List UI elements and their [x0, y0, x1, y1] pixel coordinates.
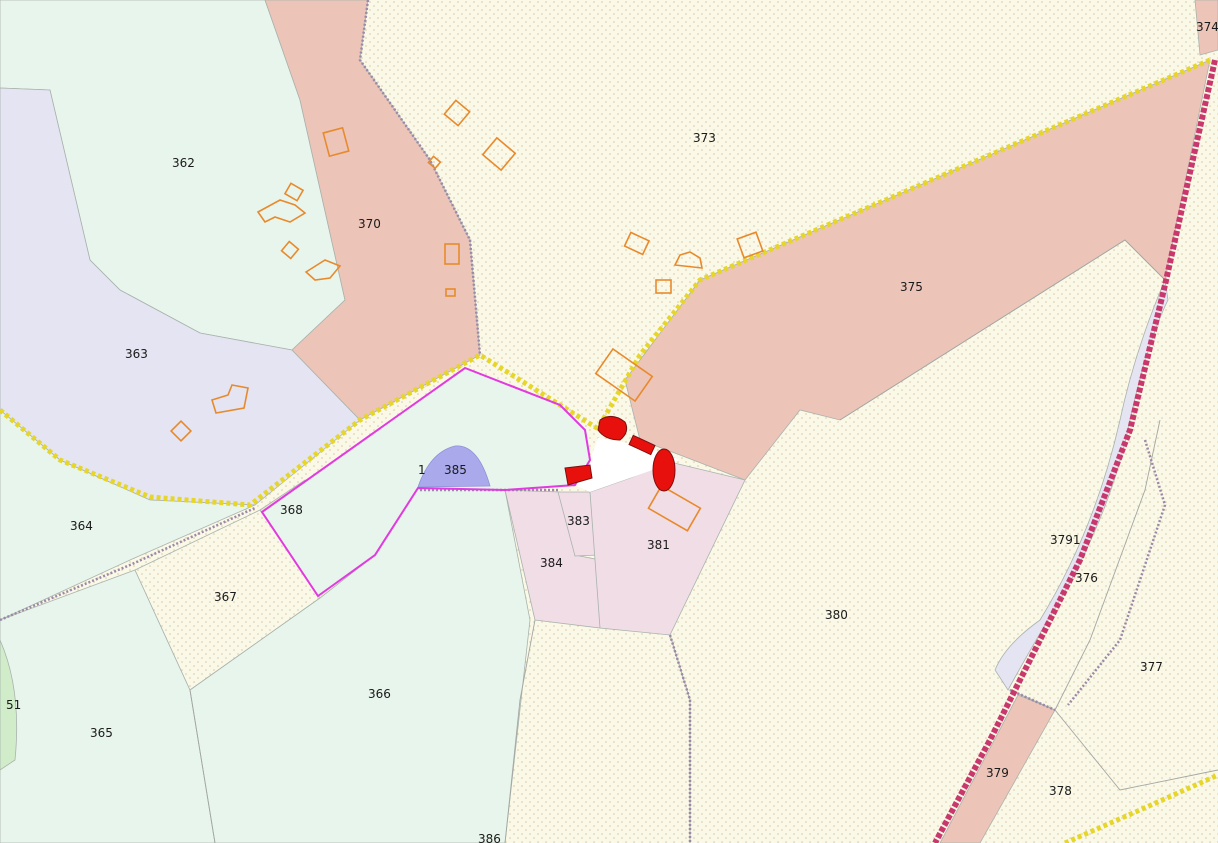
- highlighted-features[interactable]: [564, 416, 676, 492]
- label-362: 362: [172, 156, 195, 170]
- label-365: 365: [90, 726, 113, 740]
- building-outlines: [169, 99, 764, 532]
- courtyard-area: [575, 438, 680, 492]
- label-381: 381: [647, 538, 670, 552]
- label-363: 363: [125, 347, 148, 361]
- label-375: 375: [900, 280, 923, 294]
- label-385: 385: [444, 463, 467, 477]
- label-3791: 3791: [1050, 533, 1081, 547]
- label-374: 374: [1196, 20, 1218, 34]
- label-379: 379: [986, 766, 1009, 780]
- parcel-labels: 362 363 364 365 366 367 368 370 373 374 …: [6, 20, 1218, 843]
- parcel-51-area[interactable]: [0, 639, 18, 771]
- label-366: 366: [368, 687, 391, 701]
- parcel-385-pond[interactable]: [417, 445, 491, 488]
- main-road: [932, 59, 1218, 843]
- label-383: 383: [567, 514, 590, 528]
- yellow-boundaries: [0, 57, 1218, 843]
- label-51: 51: [6, 698, 21, 712]
- label-376: 376: [1075, 571, 1098, 585]
- label-370: 370: [358, 217, 381, 231]
- label-368: 368: [280, 503, 303, 517]
- label-380: 380: [825, 608, 848, 622]
- label-384: 384: [540, 556, 563, 570]
- label-386: 386: [478, 832, 501, 843]
- label-378: 378: [1049, 784, 1072, 798]
- label-364: 364: [70, 519, 93, 533]
- label-377: 377: [1140, 660, 1163, 674]
- label-1: 1: [418, 463, 426, 477]
- selected-parcel-outline[interactable]: [260, 366, 592, 598]
- parcel-374-area[interactable]: [1194, 0, 1218, 56]
- label-367: 367: [214, 590, 237, 604]
- stream-area: [994, 278, 1169, 691]
- label-373: 373: [693, 131, 716, 145]
